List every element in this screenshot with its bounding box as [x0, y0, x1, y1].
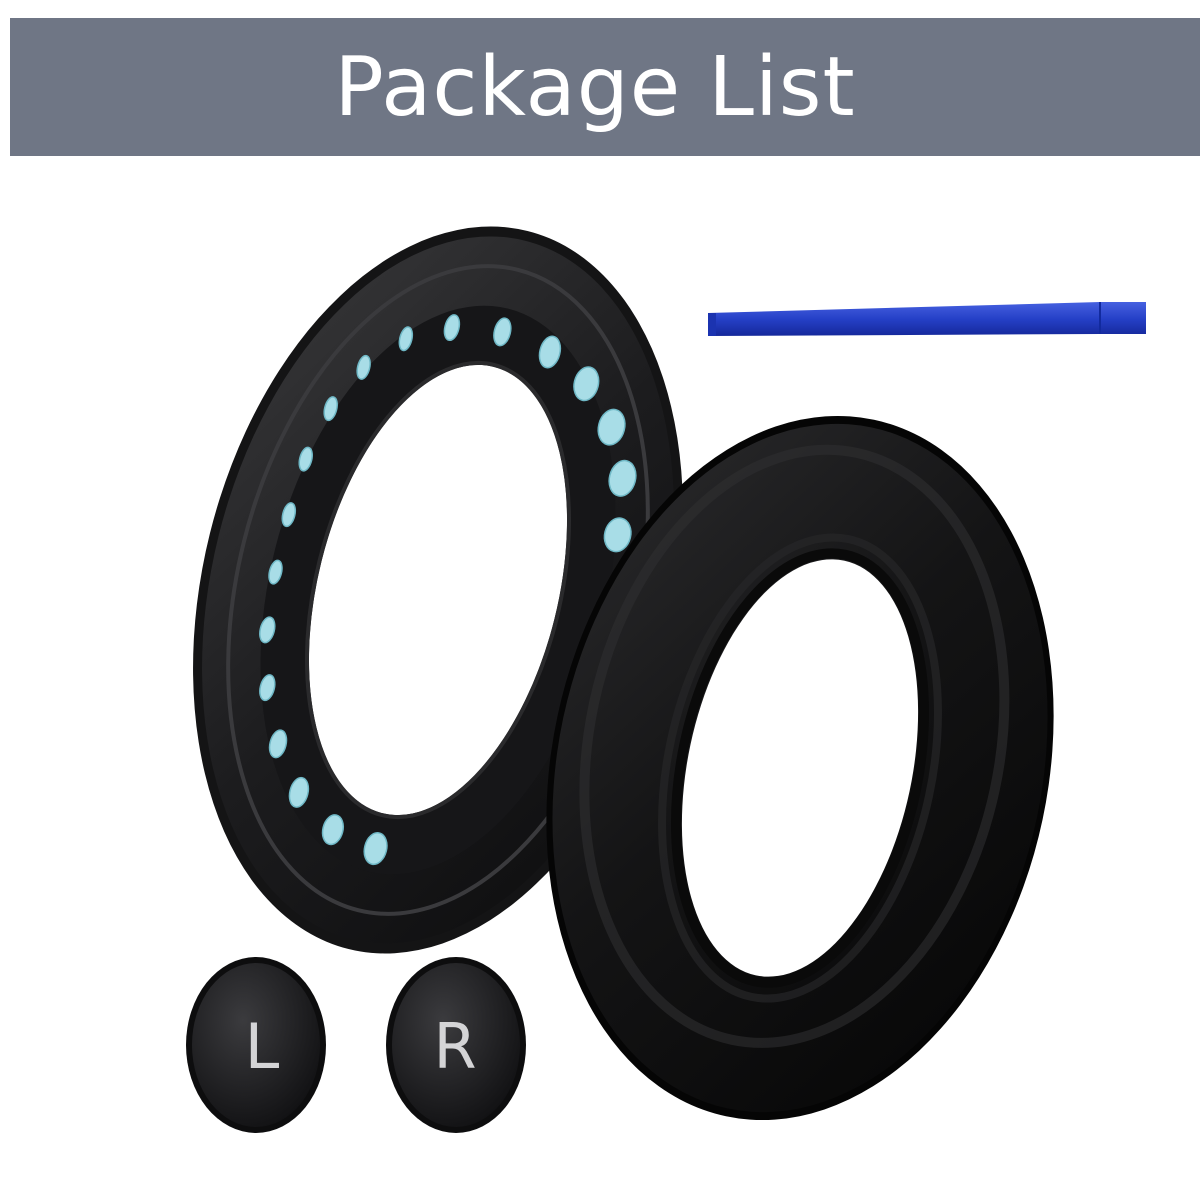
left-cap-label: L [245, 1010, 280, 1083]
banner-background [10, 18, 1200, 156]
left-cover-cap [186, 957, 326, 1133]
right-cover-cap [386, 957, 526, 1133]
vent-holes [259, 314, 637, 866]
pry-tool [708, 302, 1146, 336]
right-cap-label: R [433, 1010, 476, 1083]
package-list-banner: Package List [10, 18, 1200, 156]
right-ear-pad [546, 415, 1054, 1121]
banner-title: Package List [334, 39, 856, 135]
